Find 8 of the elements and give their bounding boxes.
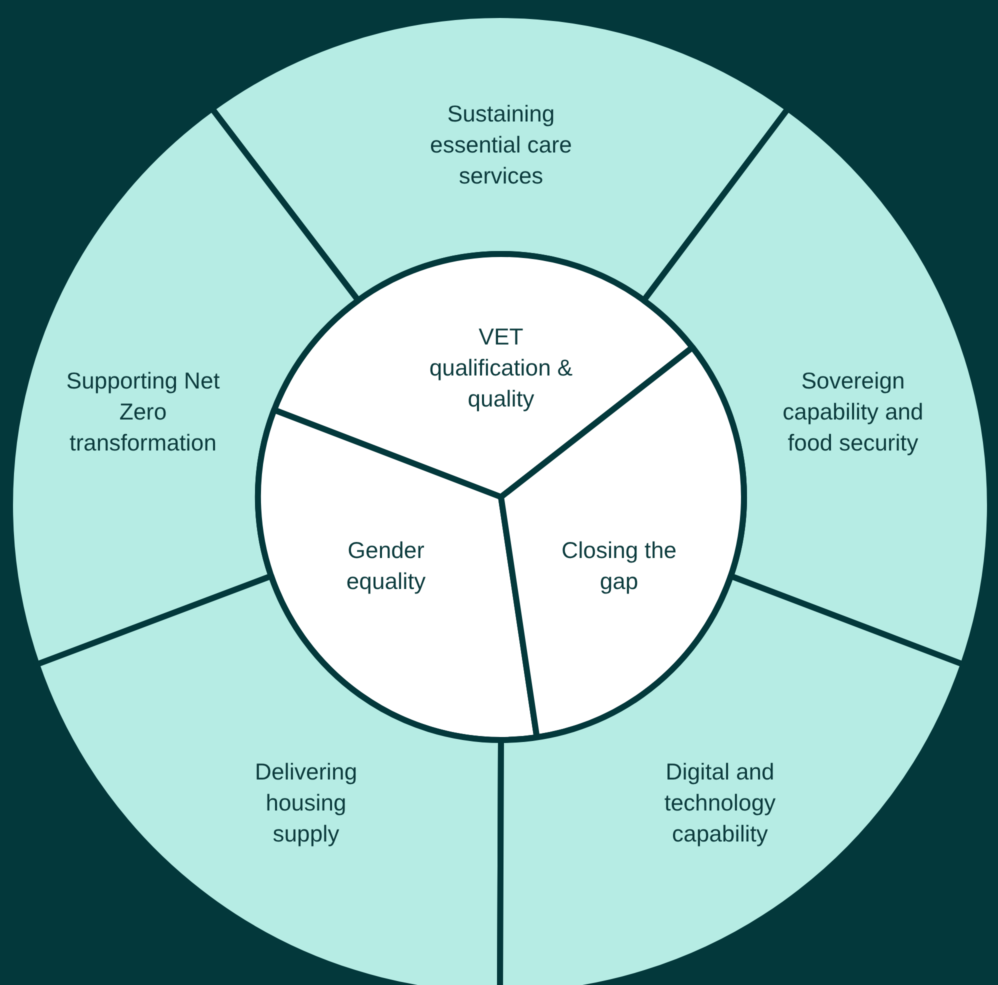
segment-label: VET qualification & quality	[428, 322, 574, 414]
segment-label: Sustaining essential care services	[429, 100, 573, 190]
segment-label: Closing the gap	[560, 536, 678, 596]
segment-label: Supporting Net Zero transformation	[65, 366, 221, 458]
segment-label: Sovereign capability and food security	[782, 366, 924, 458]
segment-label: Gender equality	[345, 536, 427, 596]
segment-label: Delivering housing supply	[254, 758, 358, 848]
segment-label: Digital and technology capability	[663, 758, 777, 848]
